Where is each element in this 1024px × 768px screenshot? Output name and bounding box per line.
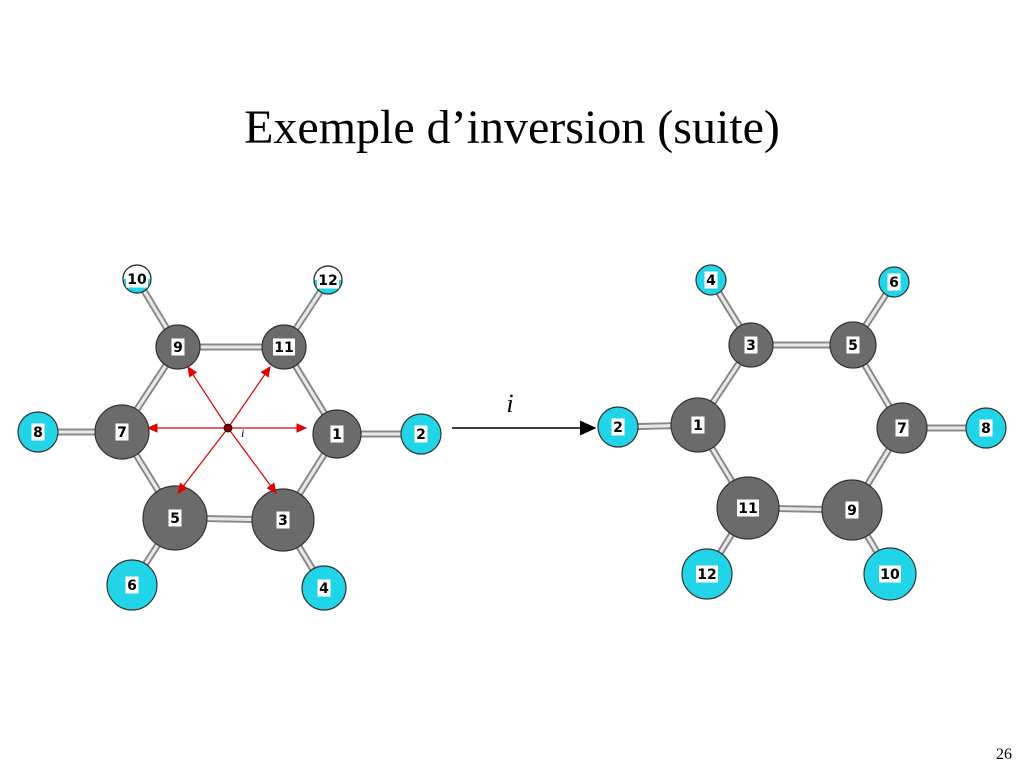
before-atom-label-2: 2 [416, 427, 426, 443]
before-atom-10: 10 [122, 264, 152, 294]
before-atom-label-3: 3 [278, 513, 288, 529]
after-atom-label-6: 6 [889, 275, 899, 291]
before-atom-label-11: 11 [274, 340, 293, 356]
page-number: 26 [996, 746, 1012, 763]
before-atom-5: 5 [142, 485, 208, 551]
before-atom-label-6: 6 [127, 578, 137, 594]
inversion-vector-3 [227, 366, 271, 429]
inversion-vector-5 [227, 427, 277, 494]
after-atom-1: 1 [670, 397, 726, 453]
before-atom-8: 8 [17, 411, 59, 453]
after-atom-11: 11 [716, 476, 780, 540]
after-atom-label-3: 3 [746, 338, 756, 354]
after-atom-label-9: 9 [847, 503, 857, 519]
after-atom-label-10: 10 [880, 567, 900, 583]
before-atom-12: 12 [313, 265, 343, 295]
inversion-center-label: i [241, 426, 244, 440]
before-atom-label-12: 12 [318, 273, 337, 289]
before-atom-2: 2 [400, 413, 442, 455]
after-atom-label-8: 8 [981, 421, 991, 437]
after-atom-label-4: 4 [706, 273, 716, 289]
after-atom-2: 2 [597, 406, 639, 448]
after-atom-3: 3 [728, 322, 774, 368]
after-atom-label-2: 2 [613, 420, 623, 436]
operation-symbol: i [506, 389, 513, 418]
before-atom-label-4: 4 [319, 581, 329, 597]
after-atom-7: 7 [876, 402, 928, 454]
inversion-vector-6 [177, 427, 229, 494]
after-atom-6: 6 [878, 266, 910, 298]
before-atom-label-8: 8 [33, 425, 43, 441]
before-atom-9: 9 [155, 324, 201, 370]
slide-title: Exemple d’inversion (suite) [244, 101, 780, 154]
after-atom-label-5: 5 [848, 338, 858, 354]
inversion-vectors: i [146, 365, 308, 494]
before-atom-4: 4 [301, 565, 347, 611]
after-atom-label-1: 1 [693, 418, 703, 434]
inversion-center [223, 423, 233, 433]
before-atom-label-5: 5 [170, 511, 180, 527]
after-atom-label-11: 11 [738, 501, 757, 517]
after-atom-10: 10 [863, 547, 917, 601]
after-atom-label-12: 12 [697, 567, 716, 583]
after-atom-label-7: 7 [897, 421, 907, 437]
after-atom-12: 12 [681, 548, 733, 600]
before-atom-7: 7 [94, 404, 150, 460]
after-atom-5: 5 [829, 321, 877, 369]
before-atom-label-9: 9 [173, 340, 183, 356]
before-atom-1: 1 [312, 409, 362, 459]
before-atom-3: 3 [251, 488, 315, 552]
after-atom-4: 4 [695, 264, 727, 296]
before-atom-label-1: 1 [332, 427, 342, 443]
before-atom-label-7: 7 [117, 425, 127, 441]
after-atom-9: 9 [821, 479, 883, 541]
after-atom-8: 8 [965, 407, 1007, 449]
inversion-vector-4 [187, 365, 229, 429]
before-atom-label-10: 10 [127, 272, 147, 288]
before-atom-6: 6 [106, 559, 158, 611]
before-atom-11: 11 [261, 324, 307, 370]
